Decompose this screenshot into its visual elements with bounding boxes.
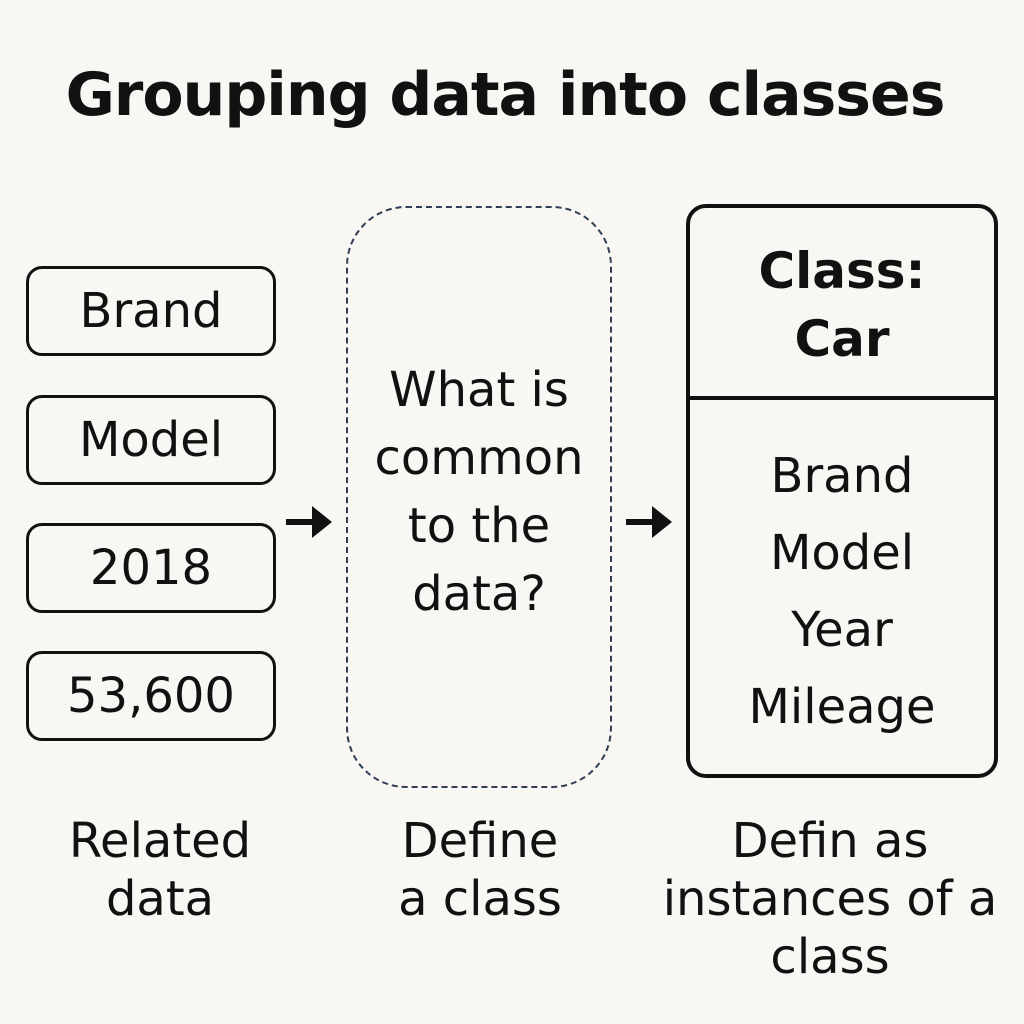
class-header: Class: Car [690, 208, 994, 400]
arrow-right-icon [286, 506, 332, 538]
data-box-mileage: 53,600 [26, 651, 276, 741]
class-attributes: Brand Model Year Mileage [690, 400, 994, 746]
data-box-brand: Brand [26, 266, 276, 356]
caption-class-instances: Defin as instances of a class [662, 813, 998, 985]
arrow-right-icon [626, 506, 672, 538]
caption-related-data: Related data [68, 813, 252, 927]
data-box-model: Model [26, 395, 276, 485]
class-attribute: Year [791, 602, 893, 658]
data-box-label: Brand [79, 283, 223, 339]
data-box-year: 2018 [26, 523, 276, 613]
data-box-label: 2018 [89, 540, 213, 596]
class-attribute: Mileage [748, 679, 936, 735]
class-attribute: Brand [770, 448, 914, 504]
define-class-box: What is common to the data? [346, 206, 612, 788]
class-attribute: Model [769, 525, 915, 581]
class-car-box: Class: Car Brand Model Year Mileage [686, 204, 998, 778]
caption-define-class: Define a class [398, 813, 562, 927]
data-box-label: Model [78, 412, 224, 468]
data-box-label: 53,600 [67, 668, 235, 724]
define-class-question: What is common to the data? [374, 362, 584, 622]
diagram-title: Grouping data into classes [65, 60, 946, 130]
class-title: Class: Car [758, 242, 926, 368]
